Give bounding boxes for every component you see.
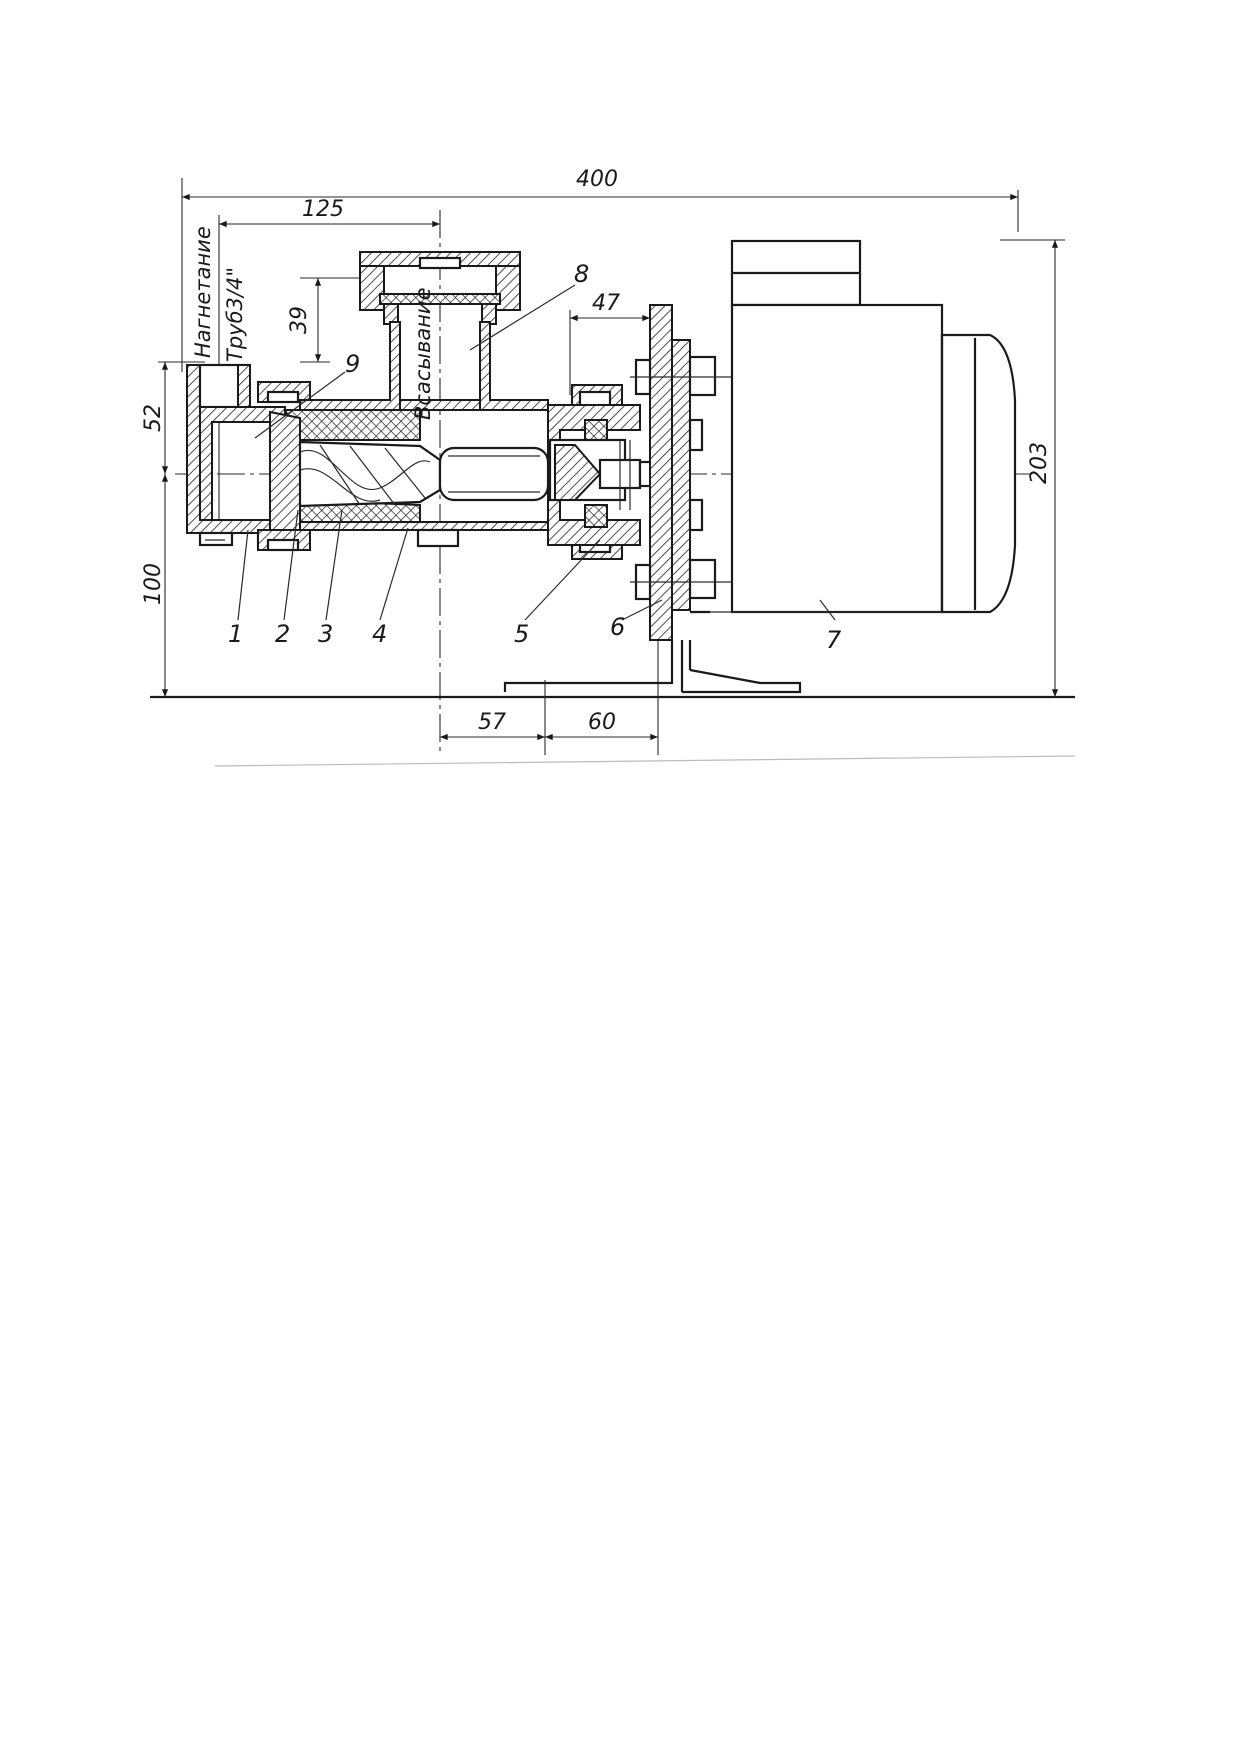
suction-label: Всасывание xyxy=(411,288,435,421)
dim-flange-height: 39 xyxy=(287,306,312,334)
motor-flange xyxy=(630,304,735,641)
electric-motor xyxy=(690,239,1017,614)
pipe-label: Труб3/4" xyxy=(223,267,247,362)
dim-base-right: 60 xyxy=(588,710,616,735)
suction-tee xyxy=(299,251,549,411)
leader-lines xyxy=(237,284,836,621)
part-number-9: 9 xyxy=(345,350,360,378)
dim-suction-offset: 125 xyxy=(302,197,344,222)
dim-total-height: 203 xyxy=(1027,442,1052,484)
dim-shaft-height: 100 xyxy=(141,563,166,605)
part-number-4: 4 xyxy=(372,620,387,648)
part-number-3: 3 xyxy=(318,620,333,648)
part-number-8: 8 xyxy=(574,260,589,288)
dim-overall-length: 400 xyxy=(576,167,618,192)
part-number-6: 6 xyxy=(610,613,625,641)
discharge-label: Нагнетание xyxy=(191,226,215,358)
dim-upper-height: 52 xyxy=(141,404,166,432)
part-number-5: 5 xyxy=(514,620,529,648)
dim-base-left: 57 xyxy=(478,710,506,735)
base-bracket xyxy=(503,640,802,694)
dim-flange-gap: 47 xyxy=(592,291,620,316)
part-number-7: 7 xyxy=(826,626,842,654)
part-number-2: 2 xyxy=(275,620,290,648)
part-number-1: 1 xyxy=(228,620,243,648)
